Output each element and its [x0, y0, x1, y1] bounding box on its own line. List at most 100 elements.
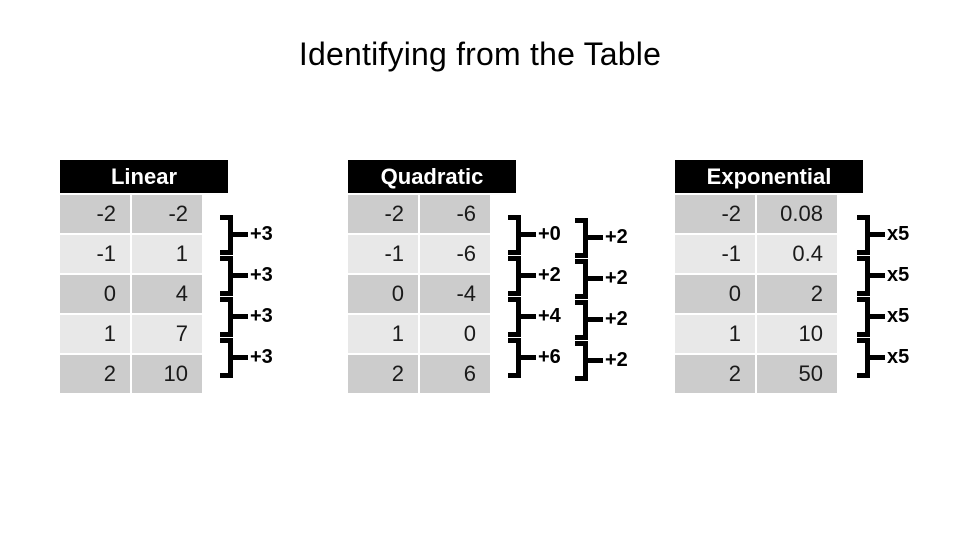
bracket-spine-icon — [516, 297, 521, 337]
bracket-spine-icon — [583, 341, 588, 381]
quadratic-x-cell: -2 — [348, 195, 418, 233]
quadratic-x-cell: -1 — [348, 235, 418, 273]
bracket-arm-bottom-icon — [508, 250, 521, 255]
exponential-ratio-label: x5 — [887, 223, 910, 245]
bracket-arm-top-icon — [575, 341, 588, 346]
exponential-table-header: Exponential — [675, 160, 863, 193]
linear-first-difference-label: +3 — [250, 346, 273, 368]
bracket-pointer-icon — [519, 232, 536, 237]
bracket-pointer-icon — [231, 232, 248, 237]
exponential-data-table: -2 0.08 -1 0.4 0 2 1 10 2 50 — [673, 193, 839, 395]
linear-first-difference-label: +3 — [250, 264, 273, 286]
table-row: 2 10 — [60, 355, 202, 393]
bracket-pointer-icon — [519, 273, 536, 278]
quadratic-table-block: Quadratic -2 -6 -1 -6 0 -4 1 0 2 6 — [348, 160, 516, 395]
linear-x-cell: 2 — [60, 355, 130, 393]
bracket-arm-bottom-icon — [508, 373, 521, 378]
bracket-arm-bottom-icon — [575, 335, 588, 340]
quadratic-y-cell: 6 — [420, 355, 490, 393]
exponential-x-cell: -2 — [675, 195, 755, 233]
exponential-x-cell: 2 — [675, 355, 755, 393]
bracket-pointer-icon — [868, 355, 885, 360]
quadratic-x-cell: 0 — [348, 275, 418, 313]
bracket-pointer-icon — [868, 273, 885, 278]
bracket-spine-icon — [228, 338, 233, 378]
exponential-ratio-label: x5 — [887, 346, 910, 368]
bracket-arm-bottom-icon — [508, 332, 521, 337]
bracket-arm-top-icon — [857, 256, 870, 261]
table-row: -2 -2 — [60, 195, 202, 233]
table-row: 2 50 — [675, 355, 837, 393]
bracket-arm-bottom-icon — [220, 332, 233, 337]
bracket-pointer-icon — [231, 273, 248, 278]
quadratic-y-cell: -6 — [420, 195, 490, 233]
table-row: 1 0 — [348, 315, 490, 353]
quadratic-y-cell: 0 — [420, 315, 490, 353]
bracket-spine-icon — [865, 256, 870, 296]
quadratic-data-table: -2 -6 -1 -6 0 -4 1 0 2 6 — [346, 193, 492, 395]
table-row: -1 1 — [60, 235, 202, 273]
quadratic-second-difference-label: +2 — [605, 226, 628, 248]
bracket-pointer-icon — [231, 355, 248, 360]
bracket-pointer-icon — [519, 355, 536, 360]
bracket-arm-bottom-icon — [220, 373, 233, 378]
bracket-pointer-icon — [519, 314, 536, 319]
bracket-arm-bottom-icon — [857, 373, 870, 378]
bracket-arm-bottom-icon — [575, 294, 588, 299]
exponential-x-cell: -1 — [675, 235, 755, 273]
linear-table-header: Linear — [60, 160, 228, 193]
bracket-spine-icon — [865, 297, 870, 337]
bracket-arm-bottom-icon — [220, 291, 233, 296]
table-row: 0 -4 — [348, 275, 490, 313]
bracket-pointer-icon — [586, 317, 603, 322]
table-row: -2 -6 — [348, 195, 490, 233]
table-row: 1 7 — [60, 315, 202, 353]
linear-y-cell: 10 — [132, 355, 202, 393]
exponential-y-cell: 50 — [757, 355, 837, 393]
bracket-arm-bottom-icon — [220, 250, 233, 255]
quadratic-first-difference-label: +2 — [538, 264, 561, 286]
linear-y-cell: 1 — [132, 235, 202, 273]
bracket-arm-top-icon — [220, 215, 233, 220]
exponential-y-cell: 0.4 — [757, 235, 837, 273]
bracket-arm-top-icon — [575, 218, 588, 223]
bracket-spine-icon — [228, 256, 233, 296]
linear-data-table: -2 -2 -1 1 0 4 1 7 2 10 — [58, 193, 204, 395]
bracket-arm-top-icon — [508, 297, 521, 302]
bracket-arm-top-icon — [508, 338, 521, 343]
quadratic-second-difference-label: +2 — [605, 267, 628, 289]
quadratic-second-difference-label: +2 — [605, 308, 628, 330]
exponential-y-cell: 2 — [757, 275, 837, 313]
bracket-arm-top-icon — [857, 297, 870, 302]
quadratic-table-header: Quadratic — [348, 160, 516, 193]
exponential-y-cell: 10 — [757, 315, 837, 353]
linear-x-cell: -1 — [60, 235, 130, 273]
bracket-arm-bottom-icon — [575, 253, 588, 258]
exponential-y-cell: 0.08 — [757, 195, 837, 233]
bracket-arm-top-icon — [220, 256, 233, 261]
exponential-table-block: Exponential -2 0.08 -1 0.4 0 2 1 10 2 50 — [675, 160, 863, 395]
bracket-arm-top-icon — [220, 297, 233, 302]
quadratic-y-cell: -4 — [420, 275, 490, 313]
quadratic-y-cell: -6 — [420, 235, 490, 273]
bracket-pointer-icon — [868, 232, 885, 237]
linear-x-cell: 1 — [60, 315, 130, 353]
bracket-arm-top-icon — [575, 259, 588, 264]
table-row: 1 10 — [675, 315, 837, 353]
quadratic-first-difference-label: +0 — [538, 223, 561, 245]
bracket-arm-bottom-icon — [857, 250, 870, 255]
linear-table-block: Linear -2 -2 -1 1 0 4 1 7 2 10 — [60, 160, 228, 395]
table-row: -2 0.08 — [675, 195, 837, 233]
linear-y-cell: 4 — [132, 275, 202, 313]
table-row: -1 0.4 — [675, 235, 837, 273]
bracket-spine-icon — [228, 215, 233, 255]
bracket-arm-top-icon — [857, 338, 870, 343]
linear-first-difference-label: +3 — [250, 305, 273, 327]
linear-x-cell: -2 — [60, 195, 130, 233]
bracket-arm-top-icon — [857, 215, 870, 220]
exponential-ratio-label: x5 — [887, 264, 910, 286]
bracket-spine-icon — [228, 297, 233, 337]
bracket-arm-bottom-icon — [575, 376, 588, 381]
bracket-spine-icon — [583, 218, 588, 258]
linear-x-cell: 0 — [60, 275, 130, 313]
